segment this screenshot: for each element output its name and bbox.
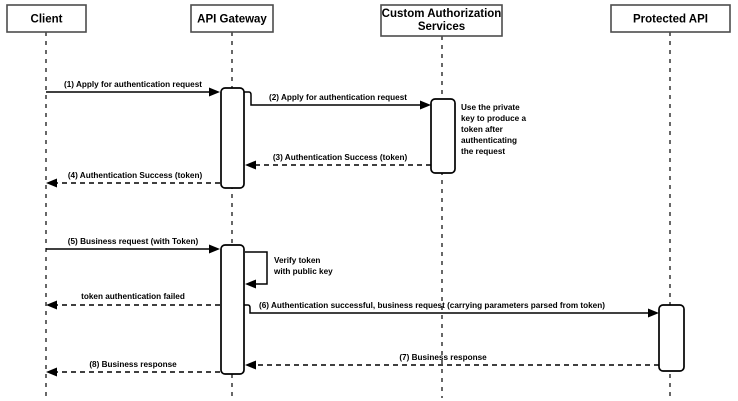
private-key-note-line-4: authenticating <box>461 136 517 145</box>
activations-group <box>220 87 685 375</box>
self-message-verify-token-path <box>245 251 268 285</box>
message-3[interactable]: (3) Authentication Success (token) <box>245 153 431 170</box>
private-key-note-line-3: token after <box>461 125 504 134</box>
message-3-label: (3) Authentication Success (token) <box>273 153 408 162</box>
message-2-arrowhead <box>420 100 431 110</box>
participant-box-protected-api[interactable] <box>610 4 731 33</box>
participant-label-custom-authorization-services-line2: Services <box>418 21 465 33</box>
message-7-arrowhead <box>245 360 256 370</box>
message-1-label: (1) Apply for authentication request <box>64 80 202 89</box>
participant-label-api-gateway: API Gateway <box>197 14 267 26</box>
participant-label-protected-api: Protected API <box>633 14 708 26</box>
message-6-arrowhead <box>648 308 659 318</box>
message-8-label: (8) Business response <box>89 360 177 369</box>
message-token-authentication-failed-arrowhead <box>46 300 57 310</box>
participant-box-api-gateway[interactable] <box>190 4 274 33</box>
participant-box-custom-authorization-services[interactable] <box>380 4 503 37</box>
message-3-arrowhead <box>245 160 256 170</box>
participant-label-client: Client <box>31 14 63 26</box>
message-6-label: (6) Authentication successful, business … <box>259 301 605 310</box>
message-4[interactable]: (4) Authentication Success (token) <box>46 171 220 188</box>
message-5-label: (5) Business request (with Token) <box>68 237 199 246</box>
activation-custom-authorization-services-1[interactable] <box>430 98 456 174</box>
lifelines-group <box>45 32 671 398</box>
message-8-arrowhead <box>46 367 57 377</box>
message-4-label: (4) Authentication Success (token) <box>68 171 203 180</box>
message-1-arrowhead <box>209 87 220 97</box>
activation-api-gateway-2[interactable] <box>220 244 245 375</box>
activation-protected-api-1[interactable] <box>658 304 685 372</box>
private-key-note: Use the private key to produce a token a… <box>461 103 527 156</box>
message-7[interactable]: (7) Business response <box>245 353 659 370</box>
message-5[interactable]: (5) Business request (with Token) <box>46 237 220 254</box>
self-message-verify-token[interactable]: Verify token with public key <box>245 251 333 289</box>
participant-box-client[interactable] <box>6 4 87 33</box>
message-token-authentication-failed-label: token authentication failed <box>81 292 185 301</box>
activation-api-gateway-1[interactable] <box>220 87 245 189</box>
message-6-line <box>244 304 652 314</box>
message-token-authentication-failed[interactable]: token authentication failed <box>46 292 220 310</box>
message-4-arrowhead <box>46 178 57 188</box>
message-6[interactable]: (6) Authentication successful, business … <box>244 301 659 318</box>
message-7-label: (7) Business response <box>399 353 487 362</box>
participant-boxes-group: Client API Gateway Custom Authorization … <box>6 4 731 37</box>
private-key-note-line-1: Use the private <box>461 103 520 112</box>
self-message-verify-token-line-1: Verify token <box>274 256 320 265</box>
message-8[interactable]: (8) Business response <box>46 360 220 377</box>
participant-label-custom-authorization-services-line1: Custom Authorization <box>382 8 502 20</box>
self-message-verify-token-line-2: with public key <box>273 267 333 276</box>
message-2[interactable]: (2) Apply for authentication request <box>244 91 431 110</box>
private-key-note-line-5: the request <box>461 147 505 156</box>
message-5-arrowhead <box>209 244 220 254</box>
self-message-verify-token-arrowhead <box>245 279 256 289</box>
message-2-line <box>244 91 424 106</box>
message-1[interactable]: (1) Apply for authentication request <box>46 80 220 97</box>
message-2-label: (2) Apply for authentication request <box>269 93 407 102</box>
private-key-note-line-2: key to produce a <box>461 114 527 123</box>
